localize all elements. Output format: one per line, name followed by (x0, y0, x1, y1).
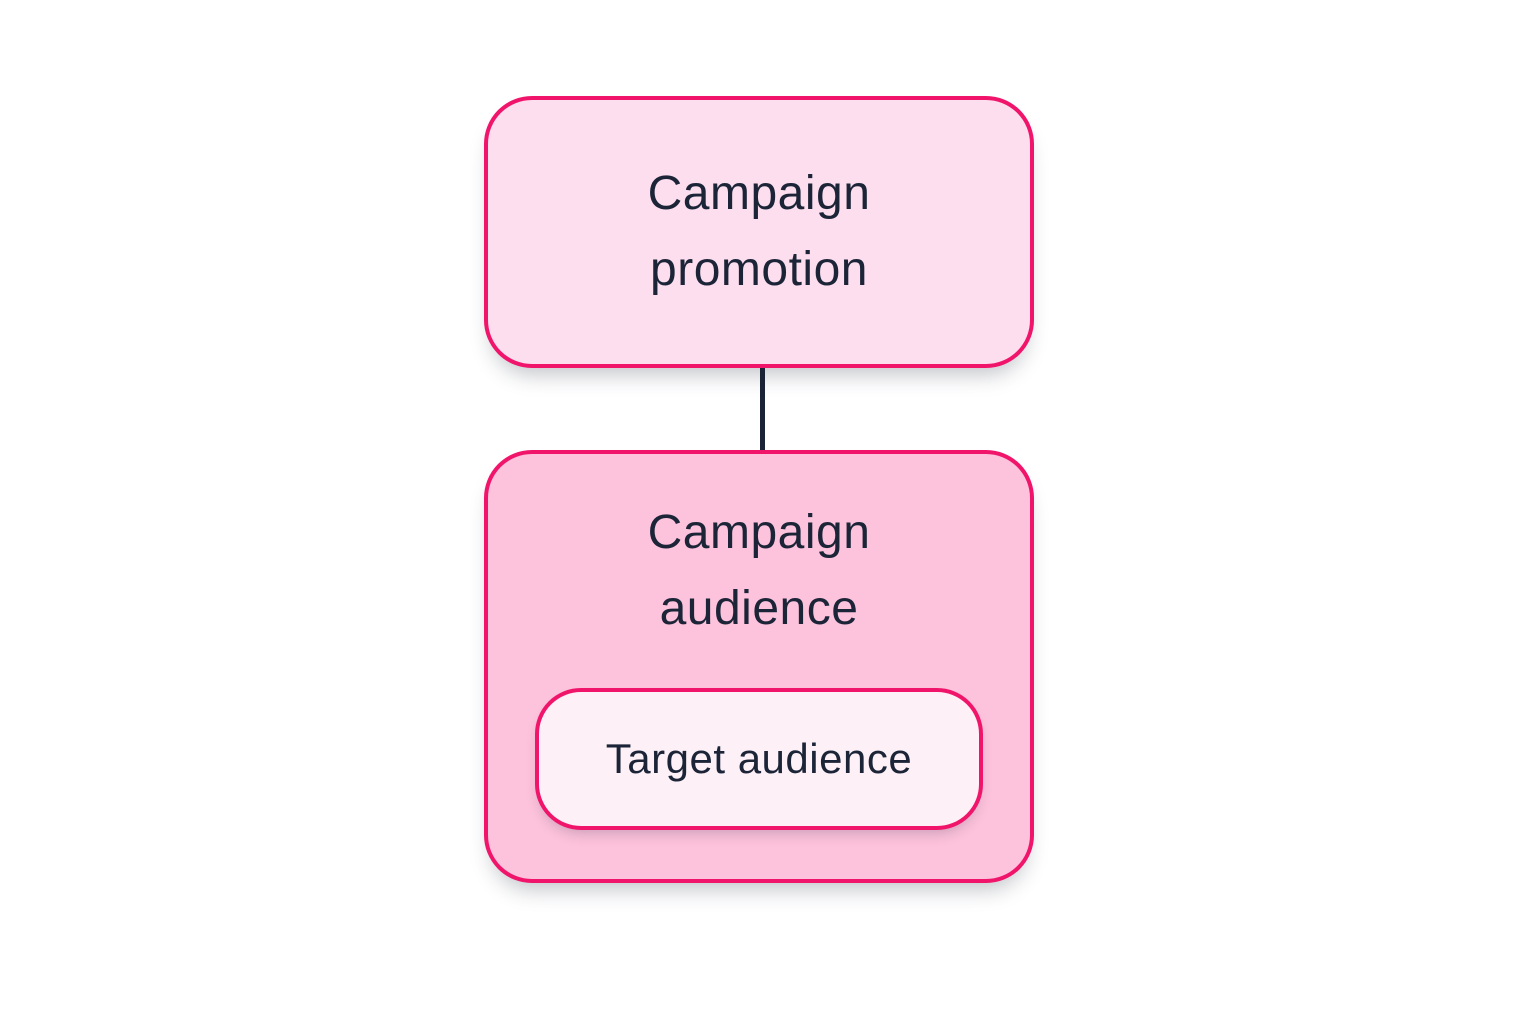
node-target-audience-label: Target audience (605, 734, 913, 782)
node-target-audience: Target audience (535, 688, 983, 830)
node-campaign-promotion: Campaign promotion (484, 96, 1034, 368)
connector-promotion-to-audience (760, 360, 765, 456)
node-campaign-audience-label: Campaign audience (647, 506, 871, 635)
node-campaign-promotion-label: Campaign promotion (647, 167, 871, 296)
node-campaign-audience-label-area: Campaign audience (589, 454, 929, 688)
node-campaign-audience: Campaign audience Target audience (484, 450, 1034, 883)
